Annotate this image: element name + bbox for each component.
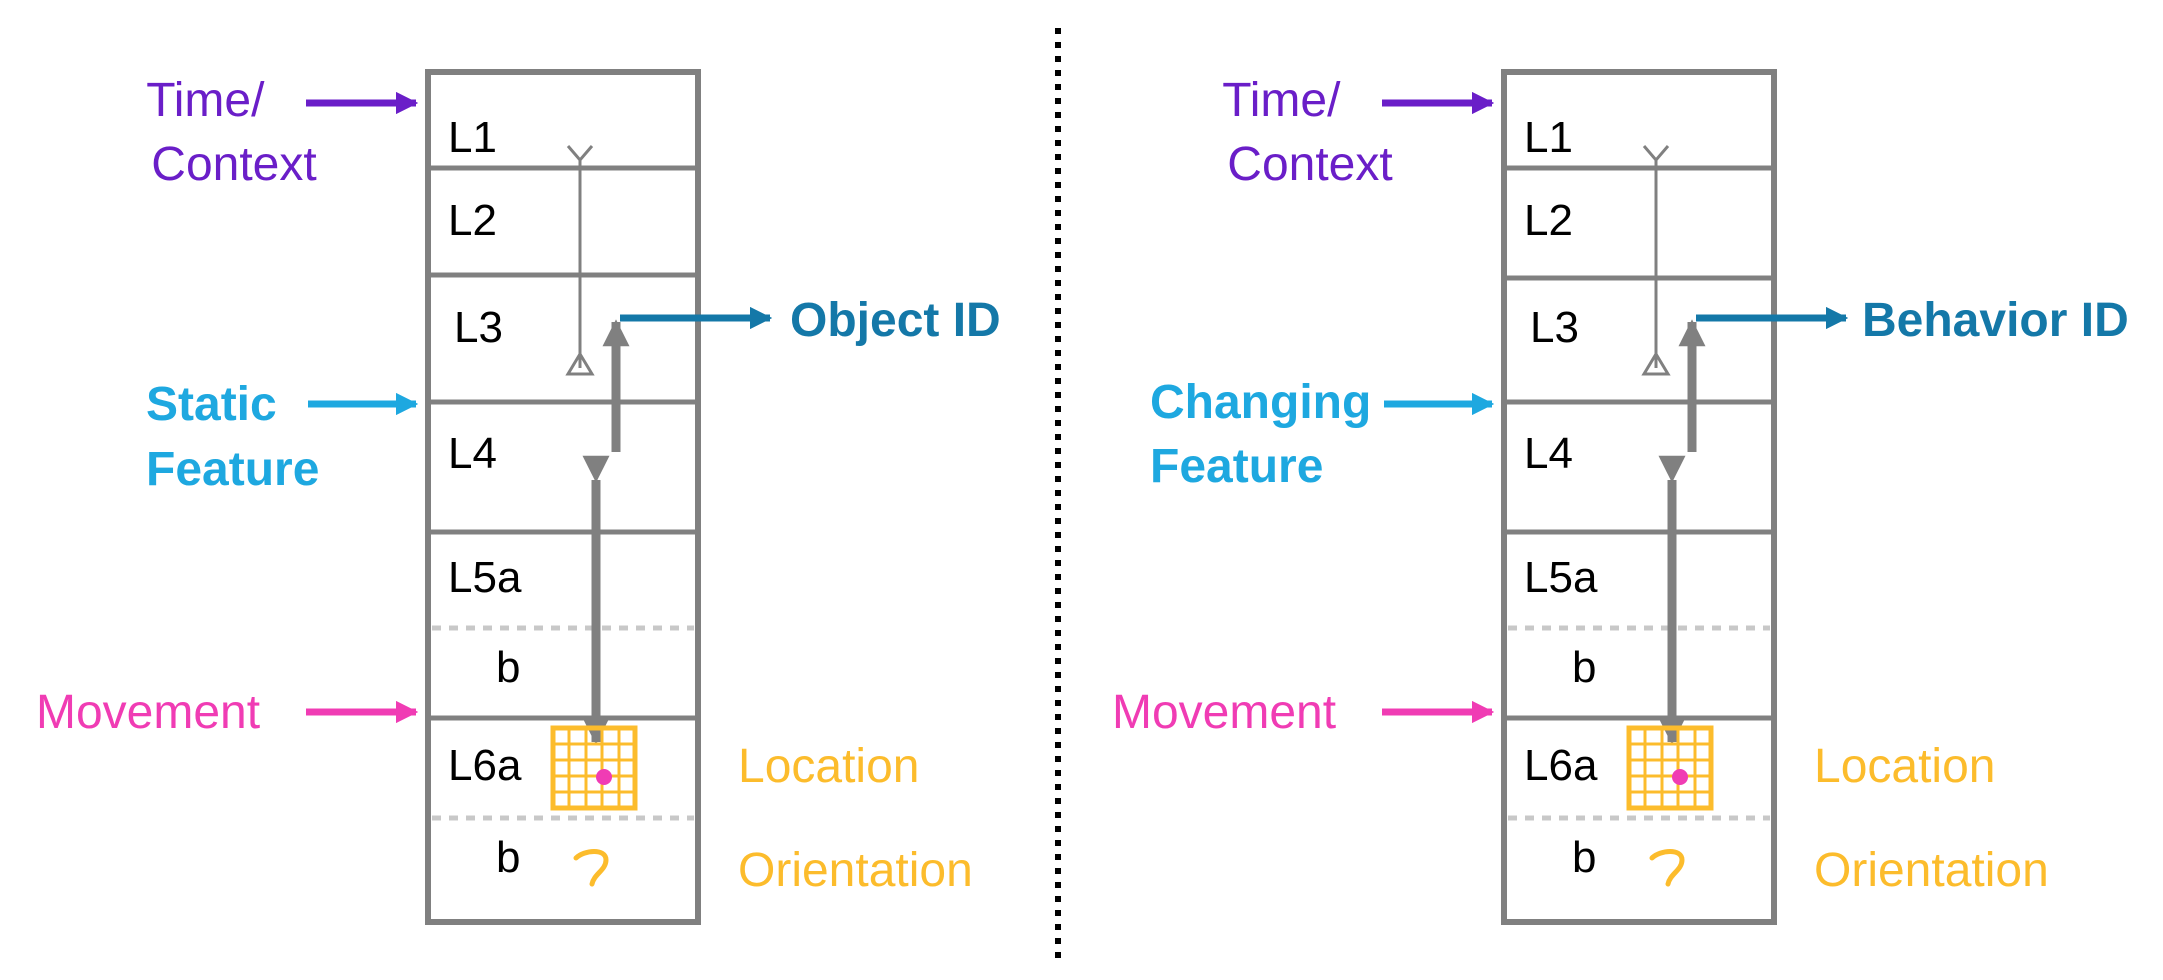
right-column-box [1501,69,1777,925]
left-location-label: Location [738,740,919,793]
right-feature-line1: Changing [1150,376,1371,429]
left-orientation-label: Orientation [738,844,973,897]
right-feedback-top-cap [1642,145,1670,163]
left-time-context-line2: Context [151,138,316,191]
left-layer-l3-label: L3 [454,303,503,352]
left-layer-l2-label: L2 [448,196,497,245]
right-time-context-line1: Time/ [1222,74,1341,127]
left-location-grid [550,725,638,811]
right-movement-label: Movement [1112,686,1336,739]
right-time-context-label: Time/ Context [1222,74,1392,191]
left-feature-line1: Static [146,378,277,431]
left-movement-label: Movement [36,686,260,739]
right-layer-l3-label: L3 [1530,303,1579,352]
right-location-label: Location [1814,740,1995,793]
right-layer-l6a-label: L6a [1524,741,1598,790]
right-orientation-label: Orientation [1814,844,2049,897]
right-panel: L1 L2 L3 L4 L5a b L6a b Ti [1112,69,2129,925]
left-orientation-icon [573,849,609,887]
left-location-dot [596,769,612,785]
left-layer-l4-label: L4 [448,429,497,478]
left-feedback-top-cap [566,145,594,163]
left-feedback-triangle [565,351,595,376]
left-layer-l6a-label: L6a [448,741,522,790]
right-layer-l1-label: L1 [1524,113,1573,162]
right-feedback-triangle [1641,351,1671,376]
left-layer-l6b-label: b [496,833,520,882]
right-layer-l6b-label: b [1572,833,1596,882]
left-layer-l5a-label: L5a [448,553,522,602]
left-time-context-line1: Time/ [146,74,265,127]
right-output-label: Behavior ID [1862,294,2129,347]
left-feature-label: Static Feature [146,378,319,496]
right-layer-l4-label: L4 [1524,429,1573,478]
left-time-context-label: Time/ Context [146,74,316,191]
right-location-grid [1626,725,1714,811]
right-time-context-line2: Context [1227,138,1392,191]
right-orientation-icon [1649,849,1685,887]
right-feature-line2: Feature [1150,440,1323,493]
right-layer-l2-label: L2 [1524,196,1573,245]
left-layer-l1-label: L1 [448,113,497,162]
left-layer-l5b-label: b [496,643,520,692]
right-location-dot [1672,769,1688,785]
right-feature-label: Changing Feature [1150,376,1385,493]
left-feature-line2: Feature [146,443,319,496]
right-layer-l5a-label: L5a [1524,553,1598,602]
right-layer-l5b-label: b [1572,643,1596,692]
left-output-label: Object ID [790,294,1001,347]
left-column-box [425,69,701,925]
left-panel: L1 L2 L3 L4 L5a b L6a b [36,69,1001,925]
